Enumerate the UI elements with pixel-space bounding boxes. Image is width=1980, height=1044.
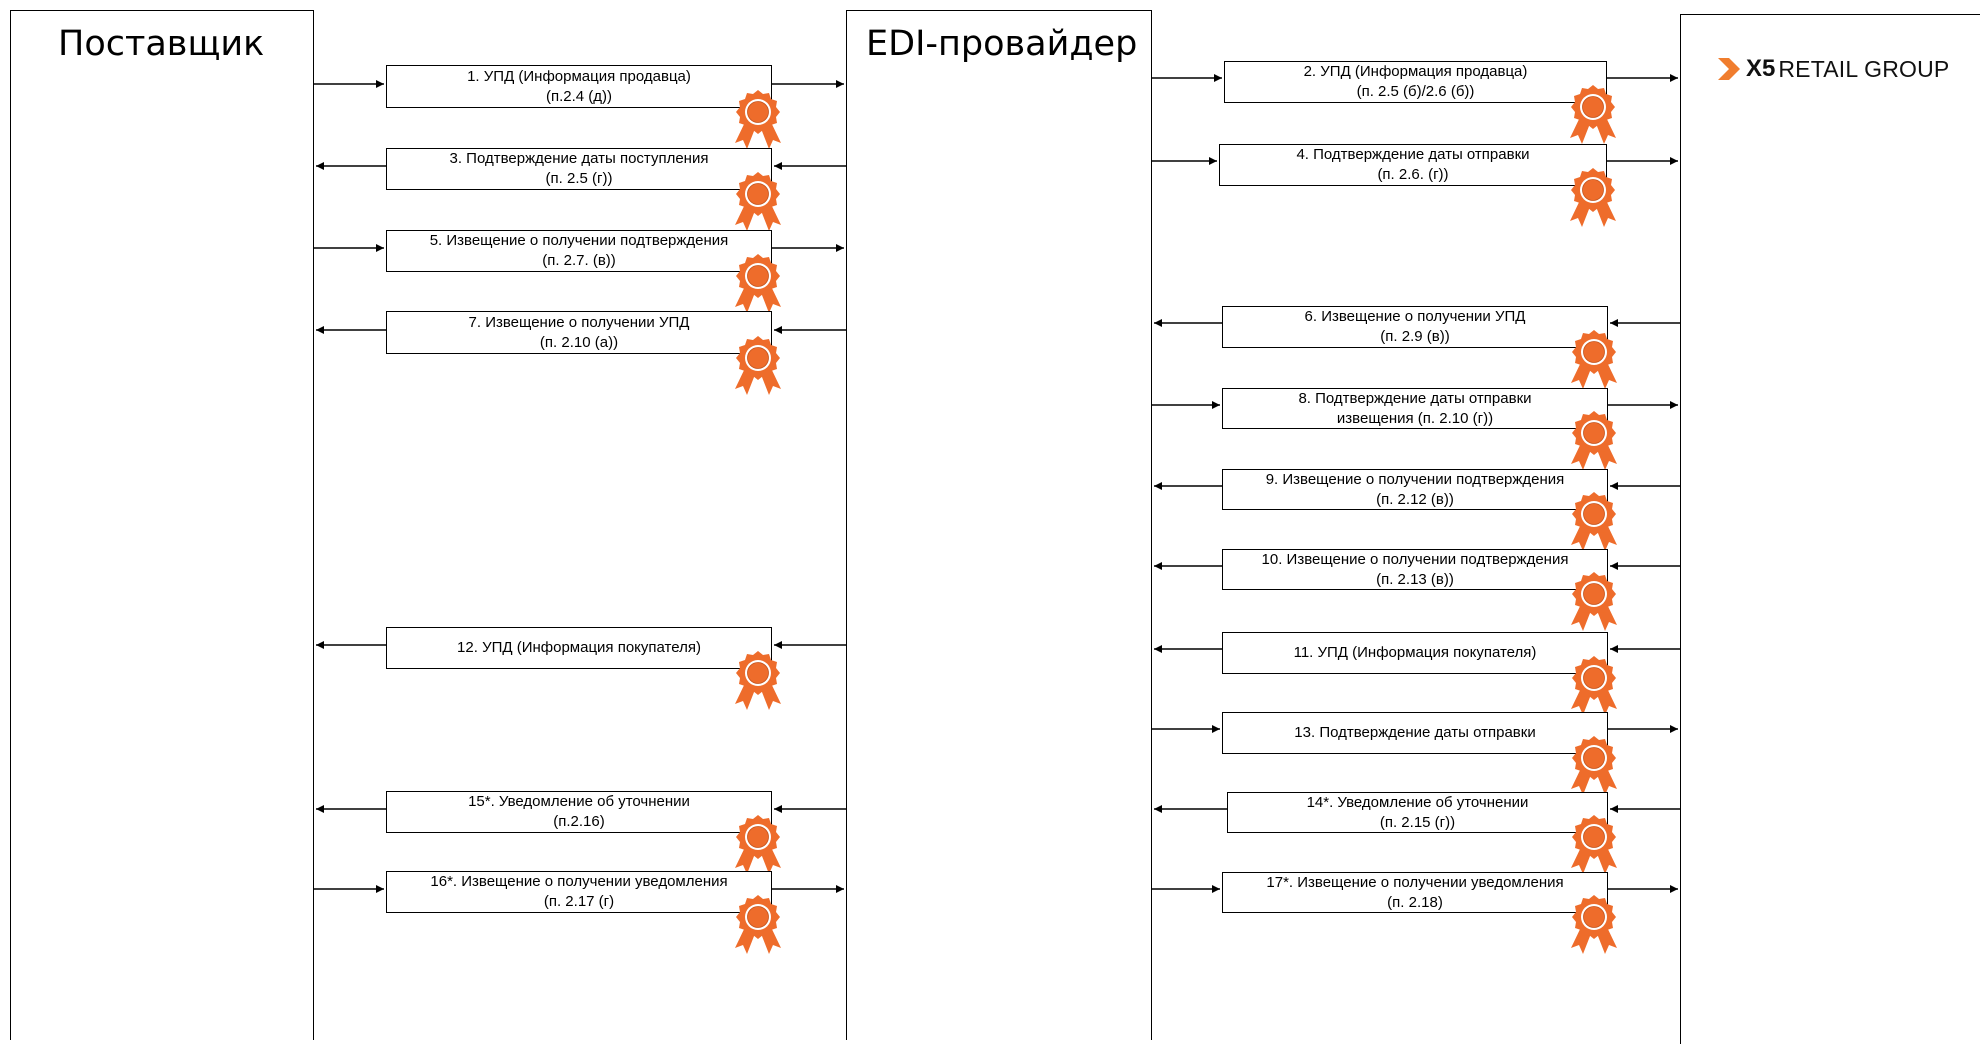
- message-clause: (п. 2.5 (г)): [545, 170, 613, 187]
- x5-logo-text: RETAIL GROUP: [1778, 55, 1950, 82]
- message-clause: (п. 2.5 (б)/2.6 (б)): [1356, 83, 1475, 100]
- right-message-box: 14*. Уведомление об уточнении (п. 2.15 (г…: [1227, 792, 1608, 833]
- message-title: 6. Извещение о получении УПД: [1304, 308, 1526, 325]
- message-title: 3. Подтверждение даты поступления: [449, 150, 709, 167]
- x5-logo-chevron-icon: [1718, 58, 1740, 80]
- right-message-box: 6. Извещение о получении УПД (п. 2.9 (в)): [1222, 306, 1608, 348]
- message-clause: (п. 2.13 (в)): [1376, 570, 1454, 588]
- message-clause: (п. 2.9 (в)): [1380, 328, 1450, 345]
- certificate-seal-icon: [1571, 895, 1617, 954]
- certificate-seal-icon: [1571, 736, 1617, 795]
- message-clause: (п. 2.18): [1387, 893, 1443, 911]
- message-clause: (п. 2.15 (г)): [1379, 813, 1456, 831]
- message-title: 14*. Уведомление об уточнении: [1306, 793, 1529, 811]
- left-message-box: 16*. Извещение о получении уведомления (п…: [386, 871, 772, 913]
- x5-logo-mark: X5: [1746, 55, 1776, 82]
- left-message-box: 12. УПД (Информация покупателя): [386, 627, 772, 669]
- x5-lane: [1680, 14, 1980, 1044]
- certificate-seal-icon: [1570, 168, 1616, 227]
- certificate-seal-icon: [735, 90, 781, 149]
- left-message-box: 1. УПД (Информация продавца) (п.2.4 (д)): [386, 65, 772, 108]
- certificate-seal-icon: [1571, 815, 1617, 874]
- left-message-box: 7. Извещение о получении УПД (п. 2.10 (а)…: [386, 311, 772, 354]
- message-title: 12. УПД (Информация покупателя): [457, 639, 701, 656]
- message-clause: (п.2.4 (д)): [545, 87, 613, 105]
- message-title: 5. Извещение о получении подтверждения: [429, 232, 729, 249]
- message-clause: (п. 2.6. (г)): [1377, 166, 1449, 183]
- message-title: 15*. Уведомление об уточнении: [468, 793, 690, 810]
- right-message-box: 10. Извещение о получении подтверждения (…: [1222, 549, 1608, 590]
- certificate-seal-icon: [735, 254, 781, 313]
- certificate-seal-icon: [735, 336, 781, 395]
- certificate-seal-icon: [1571, 656, 1617, 715]
- message-clause: (п. 2.7. (в)): [542, 252, 616, 269]
- certificate-seal-icon: [735, 172, 781, 231]
- message-clause: (п.2.16): [553, 813, 605, 830]
- message-title: 4. Подтверждение даты отправки: [1296, 146, 1530, 163]
- message-title: 16*. Извещение о получении уведомления: [430, 873, 728, 890]
- certificate-seal-icon: [1570, 85, 1616, 144]
- message-title: 11. УПД (Информация покупателя): [1293, 644, 1537, 661]
- certificate-seal-icon: [1571, 572, 1617, 631]
- certificate-seal-icon: [735, 815, 781, 874]
- x5-retail-group-logo: X5 RETAIL GROUP: [1718, 54, 1949, 84]
- message-title: 7. Извещение о получении УПД: [468, 313, 690, 331]
- edi-provider-lane: [846, 10, 1152, 1040]
- message-title: 9. Извещение о получении подтверждения: [1265, 470, 1565, 488]
- certificate-seal-icon: [735, 651, 781, 710]
- message-title: 17*. Извещение о получении уведомления: [1266, 873, 1564, 891]
- certificate-seal-icon: [735, 895, 781, 954]
- right-message-box: 4. Подтверждение даты отправки (п. 2.6. (…: [1219, 144, 1607, 186]
- edi-provider-lane-title: EDI-провайдер: [866, 24, 1138, 64]
- right-message-box: 2. УПД (Информация продавца) (п. 2.5 (б)/…: [1224, 61, 1607, 103]
- message-title: 1. УПД (Информация продавца): [467, 67, 691, 85]
- left-message-box: 3. Подтверждение даты поступления (п. 2.5…: [386, 148, 772, 190]
- message-title: 8. Подтверждение даты отправки: [1298, 389, 1532, 407]
- message-title: 2. УПД (Информация продавца): [1303, 63, 1528, 80]
- left-message-box: 15*. Уведомление об уточнении (п.2.16): [386, 791, 772, 833]
- right-message-box: 9. Извещение о получении подтверждения (п…: [1222, 469, 1608, 510]
- certificate-seal-icon: [1571, 411, 1617, 470]
- right-message-box: 8. Подтверждение даты отправки извещения …: [1222, 388, 1608, 429]
- supplier-lane: [10, 10, 314, 1040]
- message-title: 13. Подтверждение даты отправки: [1294, 724, 1536, 741]
- message-clause: извещения (п. 2.10 (г)): [1336, 409, 1494, 427]
- message-clause: (п. 2.12 (в)): [1376, 490, 1454, 508]
- certificate-seal-icon: [1571, 330, 1617, 389]
- message-title: 10. Извещение о получении подтверждения: [1261, 550, 1569, 568]
- message-clause: (п. 2.10 (а)): [539, 333, 619, 351]
- supplier-lane-title: Поставщик: [58, 24, 265, 64]
- left-message-box: 5. Извещение о получении подтверждения (п…: [386, 230, 772, 272]
- certificate-seal-icon: [1571, 492, 1617, 551]
- right-message-box: 11. УПД (Информация покупателя): [1222, 632, 1608, 674]
- right-message-box: 13. Подтверждение даты отправки: [1222, 712, 1608, 754]
- message-clause: (п. 2.17 (г): [543, 893, 615, 910]
- right-message-box: 17*. Извещение о получении уведомления (п…: [1222, 872, 1608, 913]
